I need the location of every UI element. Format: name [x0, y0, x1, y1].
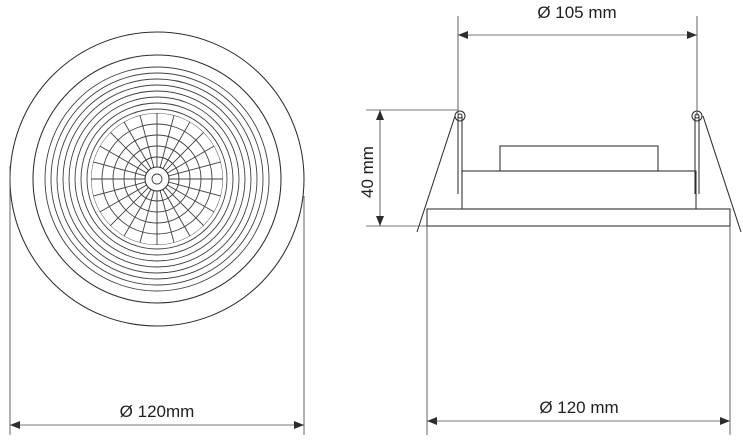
inner-rim — [32, 54, 282, 304]
radial-line — [162, 189, 191, 237]
radial-line — [139, 115, 155, 168]
top-width-label: Ø 105 mm — [537, 3, 616, 22]
radial-line — [167, 184, 215, 213]
radial-line — [168, 181, 221, 197]
top-module — [499, 145, 659, 172]
radial-line — [110, 132, 149, 171]
front-view — [9, 31, 305, 327]
radial-line — [159, 115, 175, 168]
arrow-down-icon — [376, 216, 384, 226]
spring-clip-left — [416, 110, 466, 233]
radial-line — [165, 187, 204, 226]
top-dimension-group: Ø 105 mm — [457, 3, 698, 116]
spring-clip-right — [691, 110, 742, 233]
concentric-grooves — [44, 66, 270, 292]
arrow-up-icon — [376, 110, 384, 120]
height-dimension-group: 40 mm — [358, 109, 458, 227]
radial-line — [93, 161, 146, 177]
outer-ring — [9, 31, 305, 327]
side-view — [416, 110, 742, 233]
radial-line — [110, 187, 149, 226]
side-dimension-group: Ø 120 mm — [426, 226, 731, 435]
radial-line — [168, 161, 221, 177]
arrow-right-icon — [687, 31, 697, 39]
arrow-left-icon — [10, 421, 20, 429]
housing-body — [461, 170, 697, 210]
arrow-right-icon — [294, 421, 304, 429]
mounting-flange — [426, 208, 731, 227]
height-label: 40 mm — [358, 146, 377, 198]
radial-line — [162, 121, 191, 169]
lens-grid — [91, 113, 223, 245]
radial-line — [159, 190, 175, 243]
radial-line — [123, 121, 152, 169]
radial-line — [123, 189, 152, 237]
side-diameter-label: Ø 120 mm — [539, 398, 618, 417]
radial-line — [93, 181, 146, 197]
radial-line — [99, 145, 147, 174]
arrow-left-icon — [458, 31, 468, 39]
front-dimension-group: Ø 120mm — [9, 166, 305, 435]
radial-line — [99, 184, 147, 213]
arrow-right-icon — [720, 417, 730, 425]
front-diameter-label: Ø 120mm — [120, 402, 195, 421]
arrow-left-icon — [427, 417, 437, 425]
radial-line — [139, 190, 155, 243]
radial-line — [167, 145, 215, 174]
radial-line — [165, 132, 204, 171]
